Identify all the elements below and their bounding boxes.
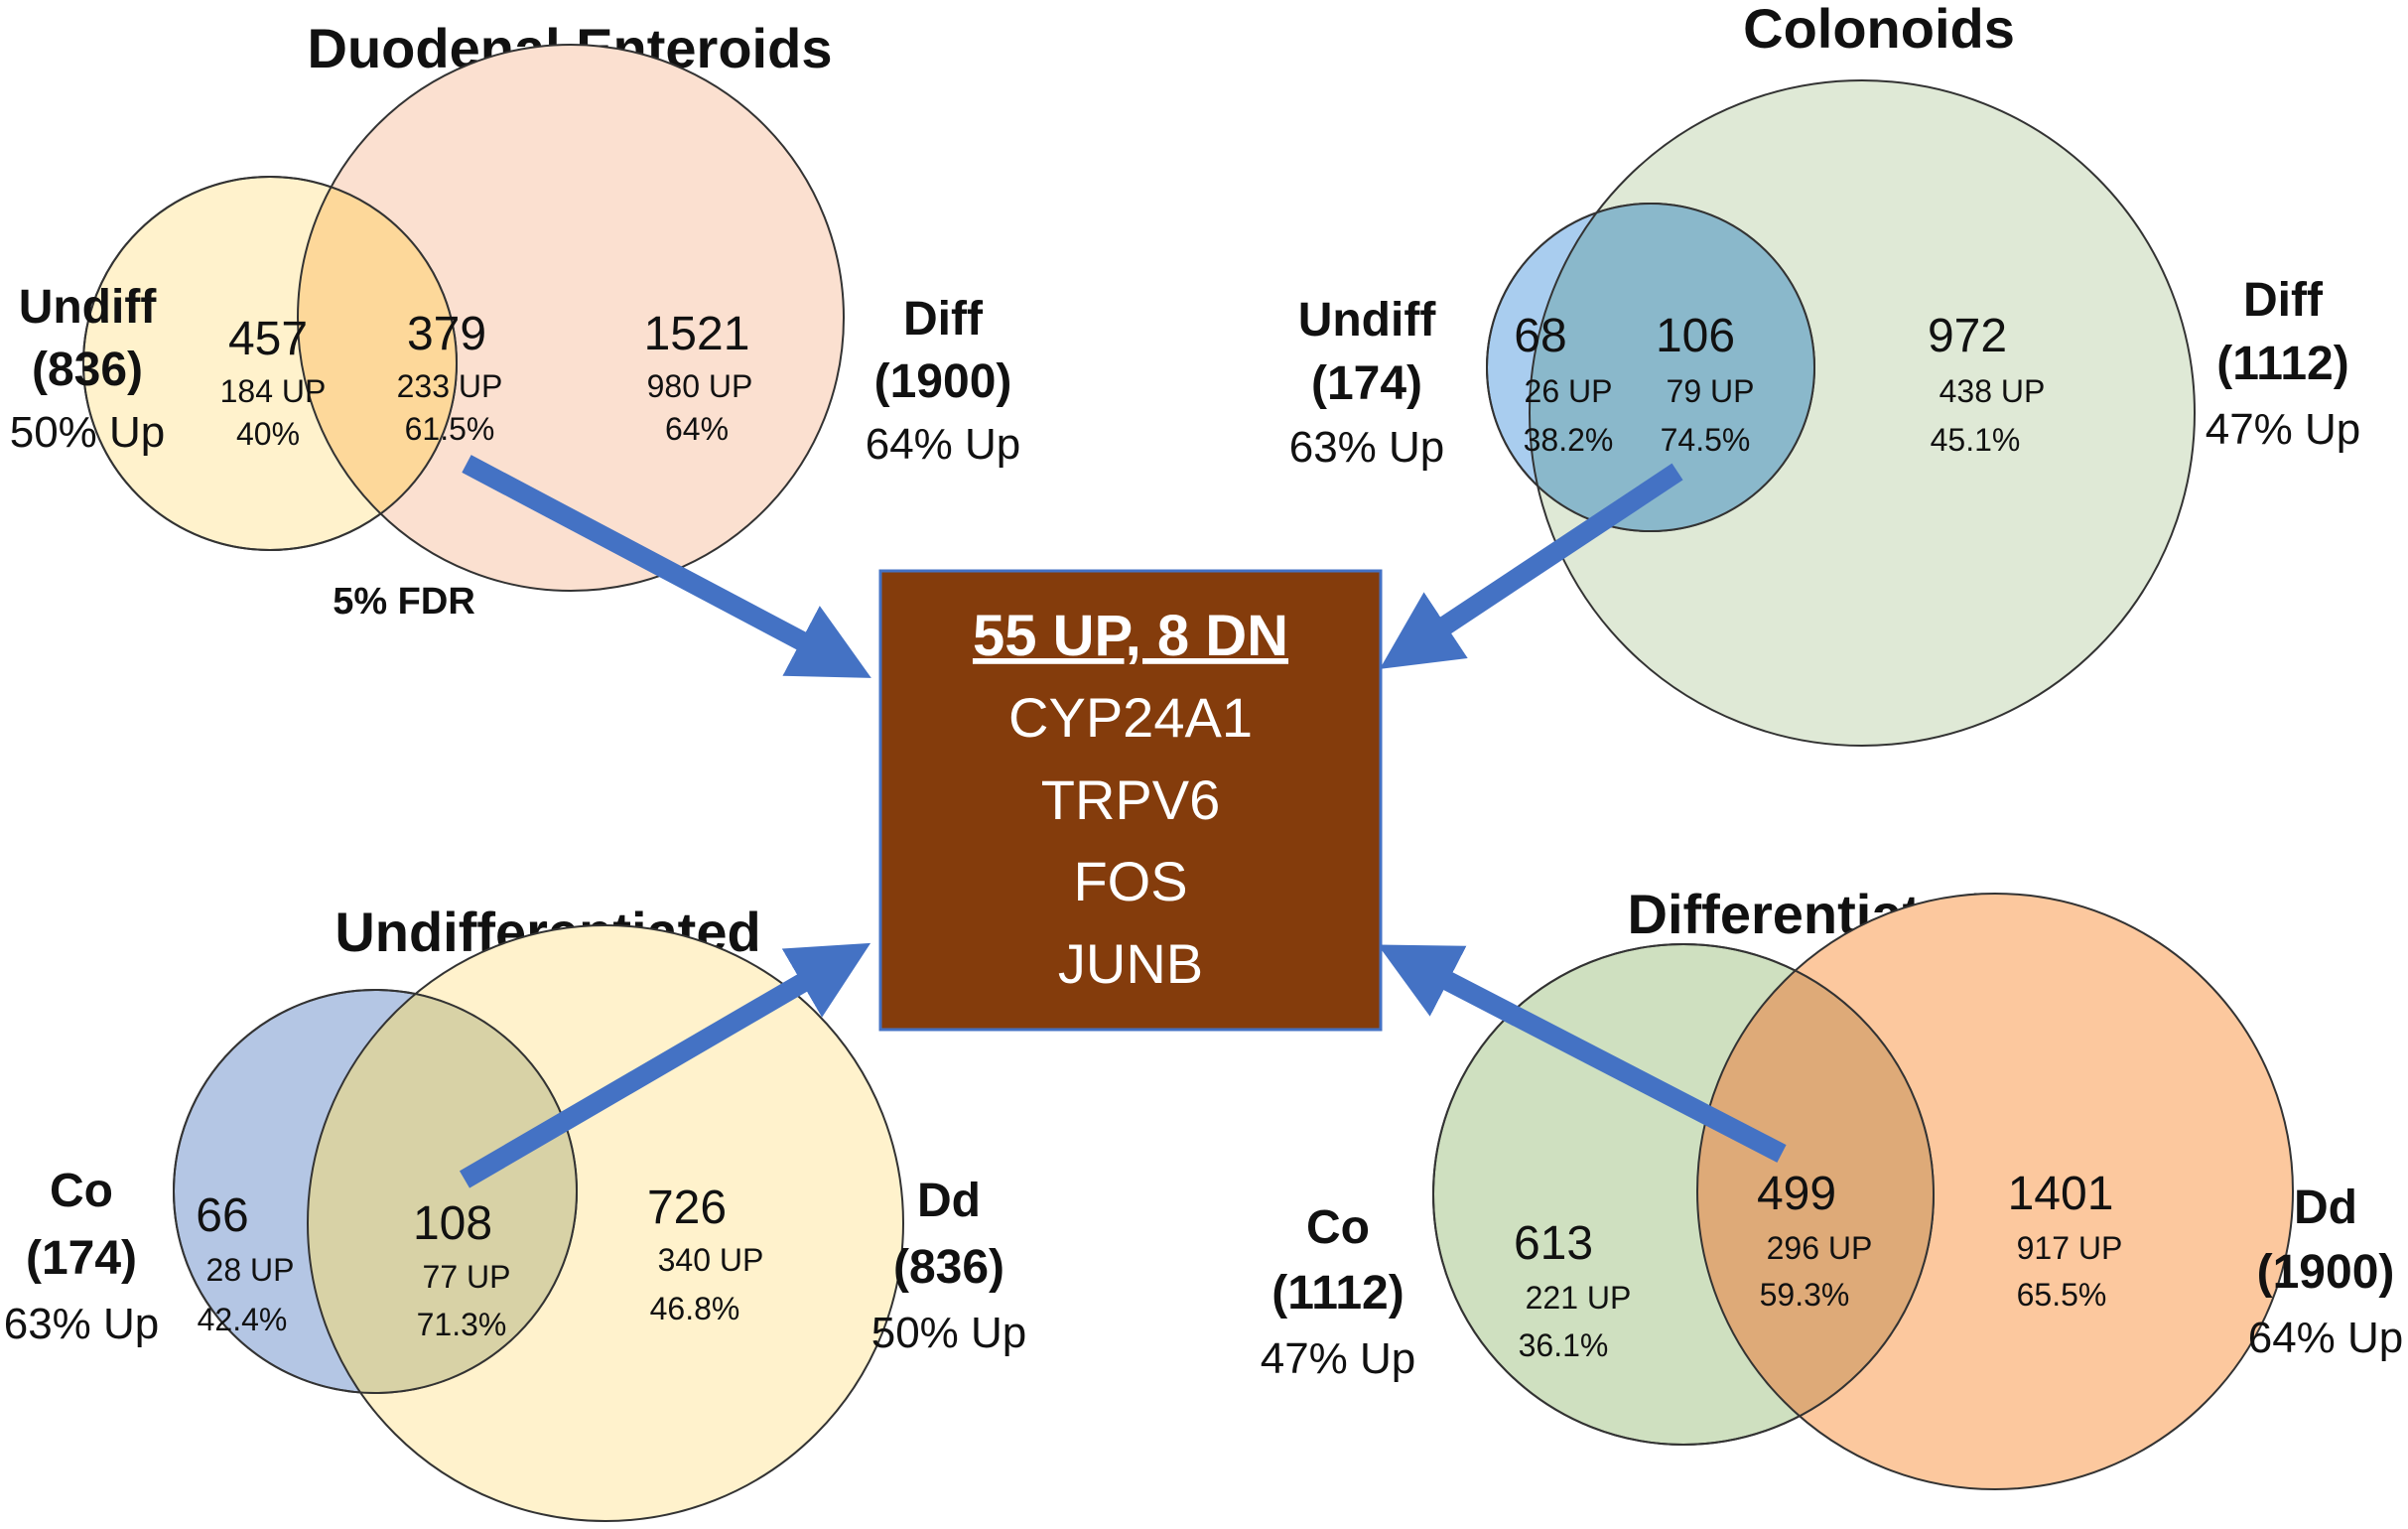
left-only-pct: 36.1% [1519, 1327, 1609, 1363]
venn-duodenal-enteroids: Duodenal Enteroids Undiff (836) 50% Up D… [10, 17, 1021, 623]
set-count-left: (174) [26, 1232, 137, 1285]
venn-differentiated: Differentiated Co (1112) 47% Up Dd (1900… [1261, 883, 2404, 1490]
right-only-up: 980 UP [647, 368, 753, 404]
set-count-left: (836) [32, 344, 143, 396]
right-only-count: 1521 [644, 308, 750, 360]
set-pct-left: 50% Up [10, 408, 166, 457]
right-only-count: 1401 [2008, 1168, 2114, 1220]
left-only-pct: 38.2% [1524, 422, 1614, 458]
left-only-count: 613 [1514, 1217, 1593, 1270]
right-only-count: 726 [647, 1182, 727, 1234]
shared-genes-box-bg [878, 569, 1383, 1032]
set-count-right: (1900) [874, 355, 1012, 408]
overlap-count: 106 [1656, 310, 1735, 362]
left-only-pct: 42.4% [198, 1302, 288, 1337]
venn-undifferentiated: Undifferentiated Co (174) 63% Up Dd (836… [4, 901, 1027, 1522]
right-only-up: 438 UP [1940, 373, 2046, 409]
set-pct-right: 64% Up [2248, 1314, 2404, 1362]
left-only-pct: 40% [236, 416, 300, 452]
overlap-up: 77 UP [423, 1259, 511, 1295]
right-only-count: 972 [1928, 310, 2007, 362]
set-label-left: Undiff [19, 281, 158, 334]
right-only-pct: 65.5% [2017, 1277, 2107, 1313]
overlap-pct: 59.3% [1760, 1277, 1850, 1313]
set-label-right: Diff [2243, 274, 2324, 327]
arrow-diff-to-box [1378, 944, 1787, 1163]
set-pct-right: 47% Up [2206, 405, 2361, 454]
left-only-up: 26 UP [1525, 373, 1613, 409]
overlap-up: 296 UP [1767, 1230, 1873, 1266]
set-count-right: (1900) [2257, 1246, 2395, 1299]
left-only-count: 457 [228, 313, 308, 365]
gene-label: CYP24A1 [1008, 686, 1253, 749]
set-label-right: Dd [2294, 1182, 2357, 1234]
set-label-left: Co [1306, 1201, 1370, 1254]
overlap-count: 499 [1757, 1168, 1836, 1220]
right-only-up: 917 UP [2017, 1230, 2123, 1266]
overlap-pct: 74.5% [1661, 422, 1751, 458]
right-only-pct: 45.1% [1931, 422, 2021, 458]
fdr-note: 5% FDR [333, 581, 475, 623]
gene-label: TRPV6 [1041, 768, 1221, 831]
set-pct-left: 47% Up [1261, 1334, 1416, 1383]
left-only-up: 28 UP [206, 1252, 295, 1288]
shared-genes-header: 55 UP, 8 DN [973, 604, 1288, 668]
arrows [459, 455, 1787, 1188]
set-pct-left: 63% Up [4, 1300, 160, 1348]
set-count-right: (836) [893, 1241, 1004, 1294]
left-only-count: 68 [1514, 310, 1566, 362]
overlap-count: 108 [413, 1197, 492, 1250]
overlap-pct: 61.5% [405, 411, 495, 447]
arrow-duodenal-to-box [462, 455, 871, 678]
set-pct-left: 63% Up [1289, 423, 1445, 472]
venn-colonoids: Colonoids Undiff (174) 63% Up Diff (1112… [1289, 0, 2361, 747]
venn-overlap-region [1696, 944, 1934, 1445]
arrow-colonoids-to-box [1379, 463, 1683, 669]
set-pct-right: 64% Up [866, 420, 1021, 469]
arrow-undiff-to-box [459, 942, 871, 1188]
set-label-left: Undiff [1298, 294, 1437, 347]
overlap-up: 233 UP [397, 368, 503, 404]
overlap-count: 379 [407, 308, 486, 360]
set-count-left: (174) [1311, 357, 1422, 410]
overlap-up: 79 UP [1667, 373, 1755, 409]
left-only-up: 221 UP [1526, 1280, 1632, 1316]
shared-genes-box: 55 UP, 8 DN CYP24A1 TRPV6 FOS JUNB [878, 569, 1383, 1032]
gene-label: JUNB [1058, 932, 1203, 995]
set-label-left: Co [50, 1165, 113, 1217]
venn-overlap-region [307, 990, 577, 1393]
left-only-up: 184 UP [220, 373, 327, 409]
overlap-pct: 71.3% [417, 1307, 507, 1342]
set-count-left: (1112) [1271, 1267, 1404, 1320]
venn-overlap-region [1529, 204, 1814, 531]
set-label-right: Dd [917, 1175, 981, 1227]
set-count-right: (1112) [2216, 338, 2348, 390]
right-only-pct: 46.8% [650, 1291, 740, 1326]
left-only-count: 66 [196, 1189, 248, 1242]
right-only-up: 340 UP [658, 1242, 764, 1278]
right-only-pct: 64% [665, 411, 729, 447]
gene-label: FOS [1073, 850, 1187, 912]
set-label-right: Diff [903, 293, 984, 346]
venn-title: Colonoids [1743, 0, 2015, 60]
set-pct-right: 50% Up [871, 1309, 1027, 1357]
